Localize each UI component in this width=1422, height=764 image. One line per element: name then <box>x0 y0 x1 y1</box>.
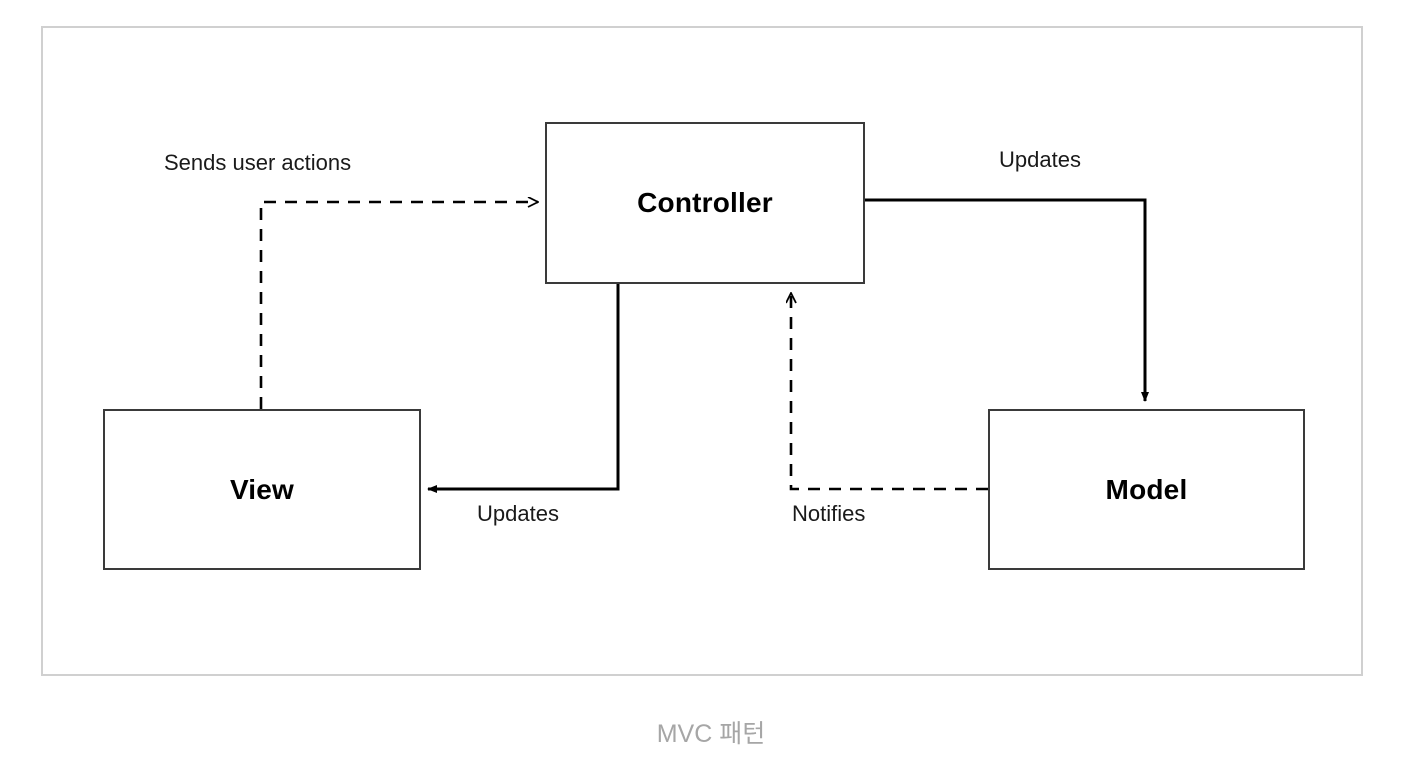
edge-label-notifies: Notifies <box>792 501 866 526</box>
node-model[interactable]: Model <box>988 409 1305 570</box>
node-model-label: Model <box>1105 473 1188 505</box>
node-controller-label: Controller <box>637 187 773 218</box>
node-view-label: View <box>229 473 295 505</box>
edge-label-sends-user-actions: Sends user actions <box>164 150 352 175</box>
diagram-caption: MVC 패턴 <box>656 720 766 748</box>
edge-label-updates-controller-to-model: Updates <box>999 147 1081 172</box>
node-view[interactable]: View <box>103 409 421 570</box>
edge-label-updates-controller-to-view: Updates <box>477 501 559 526</box>
node-controller[interactable]: Controller <box>545 122 865 284</box>
